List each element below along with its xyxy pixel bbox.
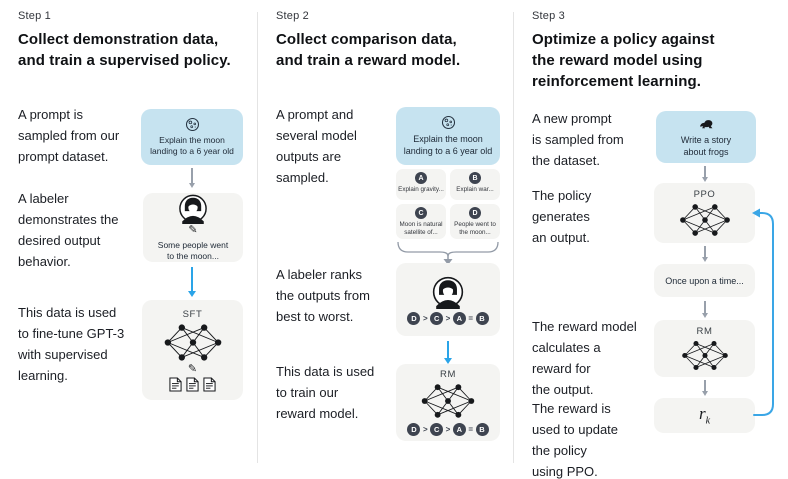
down-arrow [704, 166, 706, 177]
rank-separator: > [445, 425, 451, 434]
prompt-card-step2-text: Explain the moon landing to a 6 year old [403, 134, 493, 156]
prompt-card-step1: Explain the moon landing to a 6 year old [141, 109, 243, 165]
sft-model-card: SFT ✎ [142, 300, 243, 400]
down-arrow-blue [191, 267, 193, 291]
prompt-card-step1-text: Explain the moon landing to a 6 year old [150, 135, 234, 156]
down-arrow [704, 246, 706, 257]
rank-chip: B [475, 423, 489, 436]
rank-separator: = [468, 425, 473, 434]
ranking-chips: D > C > A = B [407, 423, 489, 436]
rm-model-card-step3: RM [654, 320, 755, 377]
prompt-card-step2: Explain the moon landing to a 6 year old [396, 107, 500, 165]
rank-chip: A [452, 311, 466, 325]
output-card-b: B Explain war... [450, 169, 500, 200]
document-icon [169, 377, 182, 392]
output-c-text: Moon is natural satellite of... [399, 221, 443, 236]
prompt-card-step3: Write a story about frogs [656, 111, 756, 163]
document-icon [186, 377, 199, 392]
ranking-chips: D > C > A = B [407, 311, 489, 325]
document-icon [203, 377, 216, 392]
output-a-text: Explain gravity... [398, 186, 444, 193]
output-card-d: D People went to the moon... [450, 204, 500, 239]
down-arrow [704, 301, 706, 313]
rank-chip: D [407, 423, 421, 436]
caption-new-prompt: A new prompt is sampled from the dataset… [532, 111, 624, 168]
rank-chip: C [430, 423, 444, 436]
reward-value-text: rk [698, 404, 711, 427]
rank-separator: > [445, 313, 451, 323]
output-card-a: A Explain gravity... [396, 169, 446, 200]
rank-chip: A [452, 423, 466, 436]
neural-network-icon [678, 202, 732, 238]
labeler-card-step1-text: Some people went to the moon... [157, 240, 229, 261]
brace-gather-arrow [397, 241, 499, 265]
neural-network-icon [679, 339, 731, 372]
step-3-heading: Optimize a policy against the reward mod… [532, 31, 715, 90]
caption-reward-updates-policy: The reward is used to update the policy … [532, 401, 619, 479]
labeler-avatar-icon [177, 193, 209, 224]
down-arrow-blue [447, 341, 449, 358]
output-b-badge: B [469, 172, 481, 184]
moon-icon [441, 115, 456, 130]
down-arrow [704, 380, 706, 391]
rank-chip: D [407, 311, 421, 325]
neural-network-icon [420, 382, 476, 420]
rank-chip: C [430, 311, 444, 325]
caption-prompt-sampled: A prompt is sampled from our prompt data… [18, 107, 120, 164]
caption-finetune-gpt3: This data is used to fine-tune GPT-3 wit… [18, 305, 125, 383]
labeler-avatar-icon [431, 275, 465, 309]
ppo-label: PPO [693, 188, 716, 200]
step-2-heading: Collect comparison data, and train a rew… [276, 31, 461, 69]
prompt-card-step3-text: Write a story about frogs [680, 134, 732, 157]
output-b-text: Explain war... [456, 186, 494, 193]
down-arrow [191, 168, 193, 183]
rm-label: RM [696, 325, 713, 337]
pencil-icon: ✎ [188, 224, 198, 236]
output-d-badge: D [469, 207, 481, 219]
caption-train-reward-model: This data is used to train our reward mo… [276, 364, 375, 421]
feedback-loop-arrow [752, 208, 774, 416]
rank-separator: = [468, 313, 473, 323]
output-c-badge: C [415, 207, 427, 219]
caption-labeler-demonstrates: A labeler demonstrates the desired outpu… [18, 191, 119, 269]
policy-output-card: Once upon a time... [654, 264, 755, 297]
labeler-card-step1: ✎ Some people went to the moon... [143, 193, 243, 262]
caption-outputs-sampled: A prompt and several model outputs are s… [276, 107, 357, 185]
policy-output-text: Once upon a time... [665, 275, 744, 286]
caption-policy-generates: The policy generates an output. [532, 188, 592, 245]
labeler-card-step2: D > C > A = B [396, 263, 500, 336]
step-3-label: Step 3 [532, 10, 566, 22]
pencil-icon: ✎ [187, 362, 198, 375]
column-divider [513, 12, 514, 463]
neural-network-icon [163, 322, 223, 363]
column-divider [257, 12, 258, 463]
rank-separator: > [422, 425, 428, 434]
step-1-heading: Collect demonstration data, and train a … [18, 31, 231, 69]
caption-reward-calculated: The reward model calculates a reward for… [532, 319, 637, 397]
output-d-text: People went to the moon... [454, 221, 496, 236]
caption-labeler-ranks: A labeler ranks the outputs from best to… [276, 267, 370, 324]
rank-chip: B [475, 311, 489, 325]
rank-separator: > [422, 313, 428, 323]
output-card-c: C Moon is natural satellite of... [396, 204, 446, 239]
step-1-label: Step 1 [18, 10, 52, 22]
step-2-label: Step 2 [276, 10, 310, 22]
sft-label: SFT [182, 308, 203, 320]
output-a-badge: A [415, 172, 427, 184]
reward-value-card: rk [654, 398, 755, 433]
rm-model-card-step2: RM D > C > A = B [396, 364, 500, 441]
ppo-model-card: PPO [654, 183, 755, 243]
moon-icon [185, 117, 200, 132]
documents-icons [169, 377, 216, 392]
frog-icon [698, 117, 715, 131]
rm-label: RM [440, 369, 456, 380]
